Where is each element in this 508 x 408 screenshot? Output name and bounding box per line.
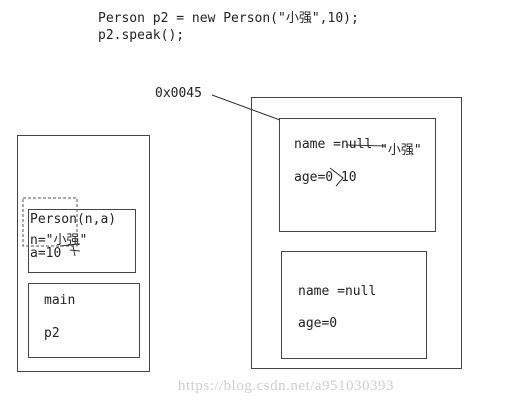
main-frame-var: p2 xyxy=(44,326,60,341)
p2-name-new-value: "小强" xyxy=(380,143,422,158)
watermark: https://blog.csdn.net/a951030393 xyxy=(178,378,394,394)
name-strikethrough xyxy=(345,144,387,147)
p2-name-field: name =null xyxy=(294,137,373,152)
address-pointer-line xyxy=(211,94,281,121)
main-frame-label: main xyxy=(44,293,76,308)
stack-frame-main xyxy=(28,283,140,358)
person-frame-a: a=10 xyxy=(30,246,62,261)
heap-object-p2 xyxy=(279,118,436,232)
code-line-1: Person p2 = new Person("小强",10); xyxy=(98,11,359,26)
heap-area xyxy=(251,97,462,369)
stack-frame-person xyxy=(28,209,136,273)
other-name-field: name =null xyxy=(298,284,377,299)
other-age-field: age=0 xyxy=(298,316,338,331)
person-frame-header: Person(n,a) xyxy=(30,212,117,227)
address-label: 0x0045 xyxy=(155,86,202,101)
age-correction-mark xyxy=(329,167,344,187)
dashed-selection-box xyxy=(22,197,78,247)
heap-object-other xyxy=(281,251,427,359)
code-line-2: p2.speak(); xyxy=(98,28,185,43)
p2-age-field: age=0 10 xyxy=(294,170,357,185)
a-correction-mark xyxy=(69,245,81,257)
n-underline-mark xyxy=(59,243,81,247)
stack-area xyxy=(17,135,150,372)
